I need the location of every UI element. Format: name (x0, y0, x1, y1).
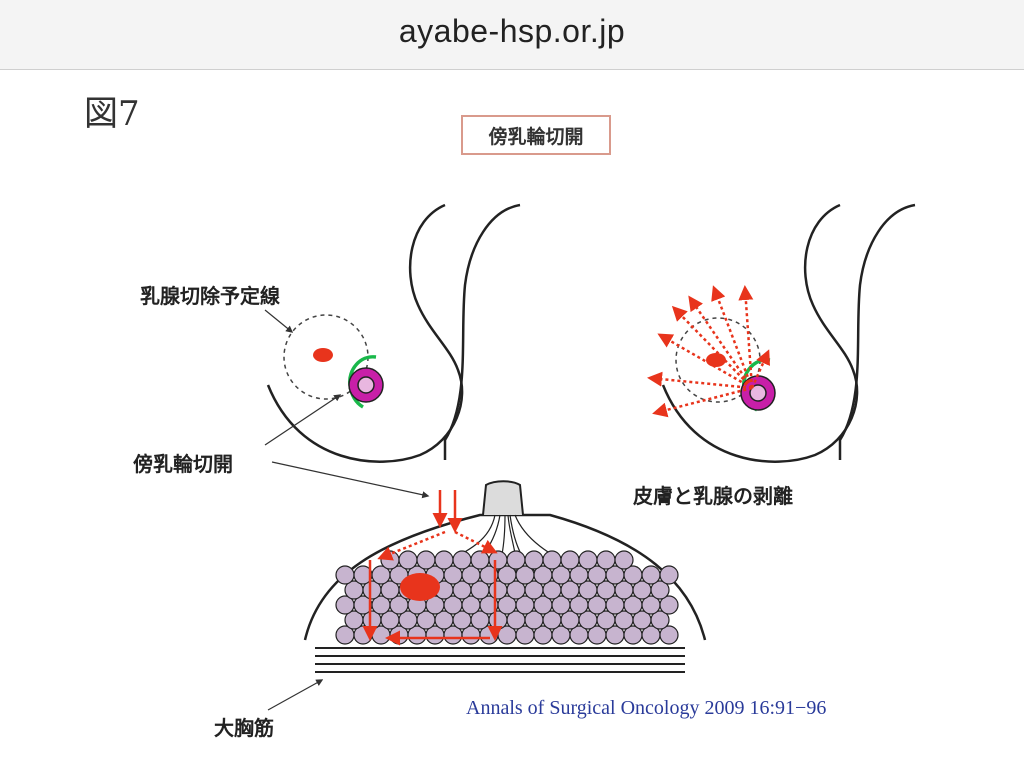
muscle-pointer (267, 679, 324, 711)
areola-right (740, 375, 776, 411)
gland-lobule (380, 550, 400, 570)
gland-lobules (335, 550, 679, 645)
gland-lobule (335, 565, 355, 585)
figure-content: 図7 傍乳輪切開 乳腺切除予定線 傍乳輪切開 皮膚と乳腺の剥離 大胸筋 Anna… (0, 70, 1024, 768)
gland-lobule (398, 550, 418, 570)
label-excision-line: 乳腺切除予定線 (140, 284, 280, 308)
url-text: ayabe-hsp.or.jp (398, 13, 626, 49)
nipple (482, 480, 524, 516)
gland-lobule (470, 550, 490, 570)
gland-lobule (488, 550, 508, 570)
gland-lobule (650, 580, 670, 600)
gland-lobule (560, 550, 580, 570)
figure-diagram (264, 203, 916, 711)
dissection-arrows (647, 285, 770, 418)
gland-lobule (659, 625, 679, 645)
figure-title: 傍乳輪切開 (461, 115, 611, 155)
label-periareolar-incision: 傍乳輪切開 (133, 452, 233, 476)
gland-lobule (650, 610, 670, 630)
citation: Annals of Surgical Oncology 2009 16:91−9… (466, 697, 827, 719)
gland-lobule (416, 550, 436, 570)
tumor-left (313, 348, 333, 362)
left-breast-outline (266, 203, 521, 463)
incision-pointer-2 (271, 461, 430, 499)
gland-lobule (452, 550, 472, 570)
gland-lobule (506, 550, 526, 570)
incision-pointer-1 (264, 394, 342, 446)
gland-lobule (659, 565, 679, 585)
gland-lobule (614, 550, 634, 570)
gland-lobule (434, 550, 454, 570)
right-breast-outline (661, 203, 916, 463)
gland-lobule (641, 565, 661, 585)
gland-lobule (596, 550, 616, 570)
areola-left (348, 367, 384, 403)
section-arrows (362, 490, 503, 646)
tumor-right (706, 353, 726, 367)
tumor-section (400, 573, 440, 601)
label-pectoralis-major: 大胸筋 (214, 716, 274, 740)
label-skin-gland-separation: 皮膚と乳腺の剥離 (633, 484, 793, 508)
gland-lobule (524, 550, 544, 570)
cross-section (267, 461, 707, 711)
pectoralis-muscle (315, 647, 685, 673)
excision-pointer (264, 309, 294, 333)
figure-number: 図7 (84, 94, 140, 134)
gland-lobule (578, 550, 598, 570)
breast-dome (303, 513, 707, 641)
gland-lobule (542, 550, 562, 570)
gland-lobule (659, 595, 679, 615)
browser-address-bar[interactable]: ayabe-hsp.or.jp (0, 0, 1024, 70)
